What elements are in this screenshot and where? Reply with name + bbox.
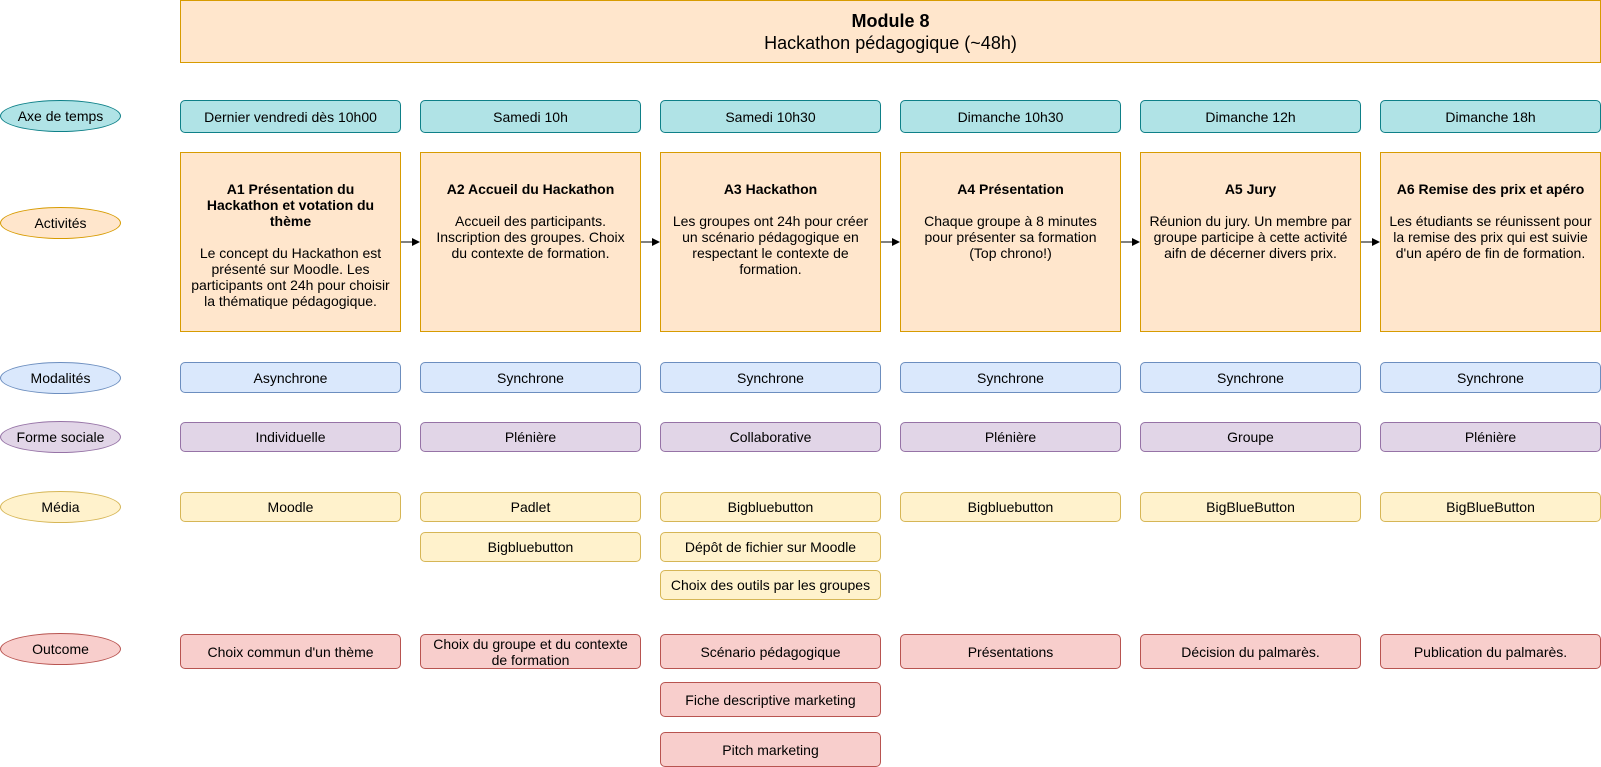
activity-title-a3: A3 Hackathon — [723, 181, 818, 197]
activity-box-a1: A1 Présentation du Hackathon et votation… — [180, 152, 401, 332]
row-label-media: Média — [0, 491, 121, 523]
row-label-activities: Activités — [0, 207, 121, 239]
modality-cell-5: Synchrone — [1140, 362, 1361, 393]
modality-cell-1: Asynchrone — [180, 362, 401, 393]
activity-box-a3: A3 Hackathon Les groupes ont 24h pour cr… — [660, 152, 881, 332]
media-cell-2-2: Bigbluebutton — [420, 532, 641, 562]
time-cell-1: Dernier vendredi dès 10h00 — [180, 100, 401, 133]
time-cell-2: Samedi 10h — [420, 100, 641, 133]
activity-desc-a6: Les étudiants se réunissent pour la remi… — [1389, 213, 1592, 261]
media-cell-1-1: Moodle — [180, 492, 401, 522]
media-cell-2-1: Padlet — [420, 492, 641, 522]
row-label-outcome: Outcome — [0, 633, 121, 665]
media-cell-3-2: Dépôt de fichier sur Moodle — [660, 532, 881, 562]
activity-title-a1: A1 Présentation du Hackathon et votation… — [206, 181, 375, 229]
activity-box-a5: A5 Jury Réunion du jury. Un membre par g… — [1140, 152, 1361, 332]
activity-box-a6: A6 Remise des prix et apéro Les étudiant… — [1380, 152, 1601, 332]
media-cell-3-1: Bigbluebutton — [660, 492, 881, 522]
outcome-cell-3-2: Fiche descriptive marketing — [660, 682, 881, 717]
activity-box-a2: A2 Accueil du Hackathon Accueil des part… — [420, 152, 641, 332]
modality-cell-2: Synchrone — [420, 362, 641, 393]
social-cell-6: Plénière — [1380, 422, 1601, 452]
time-cell-3: Samedi 10h30 — [660, 100, 881, 133]
row-label-modalities: Modalités — [0, 362, 121, 394]
media-cell-3-3: Choix des outils par les groupes — [660, 570, 881, 600]
social-cell-4: Plénière — [900, 422, 1121, 452]
module-title-box: Module 8 Hackathon pédagogique (~48h) — [180, 0, 1601, 63]
outcome-cell-2-1: Choix du groupe et du contexte de format… — [420, 634, 641, 669]
activity-desc-a4: Chaque groupe à 8 minutes pour présenter… — [924, 213, 1097, 261]
social-cell-2: Plénière — [420, 422, 641, 452]
activity-desc-a3: Les groupes ont 24h pour créer un scénar… — [672, 213, 869, 277]
outcome-cell-5-1: Décision du palmarès. — [1140, 634, 1361, 669]
row-label-time: Axe de temps — [0, 100, 121, 132]
module-title: Module 8 — [851, 10, 930, 31]
outcome-cell-4-1: Présentations — [900, 634, 1121, 669]
activity-title-a6: A6 Remise des prix et apéro — [1396, 181, 1585, 197]
social-cell-3: Collaborative — [660, 422, 881, 452]
activity-desc-a5: Réunion du jury. Un membre par groupe pa… — [1149, 213, 1352, 261]
activity-title-a4: A4 Présentation — [957, 181, 1064, 197]
outcome-cell-3-1: Scénario pédagogique — [660, 634, 881, 669]
media-cell-4-1: Bigbluebutton — [900, 492, 1121, 522]
social-cell-5: Groupe — [1140, 422, 1361, 452]
activity-desc-a2: Accueil des participants. Inscription de… — [436, 213, 625, 261]
outcome-cell-6-1: Publication du palmarès. — [1380, 634, 1601, 669]
media-cell-6-1: BigBlueButton — [1380, 492, 1601, 522]
social-cell-1: Individuelle — [180, 422, 401, 452]
activity-title-a5: A5 Jury — [1224, 181, 1277, 197]
modality-cell-4: Synchrone — [900, 362, 1121, 393]
modality-cell-3: Synchrone — [660, 362, 881, 393]
activity-box-a4: A4 Présentation Chaque groupe à 8 minute… — [900, 152, 1121, 332]
module-subtitle: Hackathon pédagogique (~48h) — [764, 32, 1017, 53]
time-cell-6: Dimanche 18h — [1380, 100, 1601, 133]
modality-cell-6: Synchrone — [1380, 362, 1601, 393]
time-cell-5: Dimanche 12h — [1140, 100, 1361, 133]
time-cell-4: Dimanche 10h30 — [900, 100, 1121, 133]
outcome-cell-3-3: Pitch marketing — [660, 732, 881, 767]
outcome-cell-1-1: Choix commun d'un thème — [180, 634, 401, 669]
activity-desc-a1: Le concept du Hackathon est présenté sur… — [191, 245, 390, 309]
row-label-social: Forme sociale — [0, 421, 121, 453]
activity-title-a2: A2 Accueil du Hackathon — [446, 181, 615, 197]
media-cell-5-1: BigBlueButton — [1140, 492, 1361, 522]
